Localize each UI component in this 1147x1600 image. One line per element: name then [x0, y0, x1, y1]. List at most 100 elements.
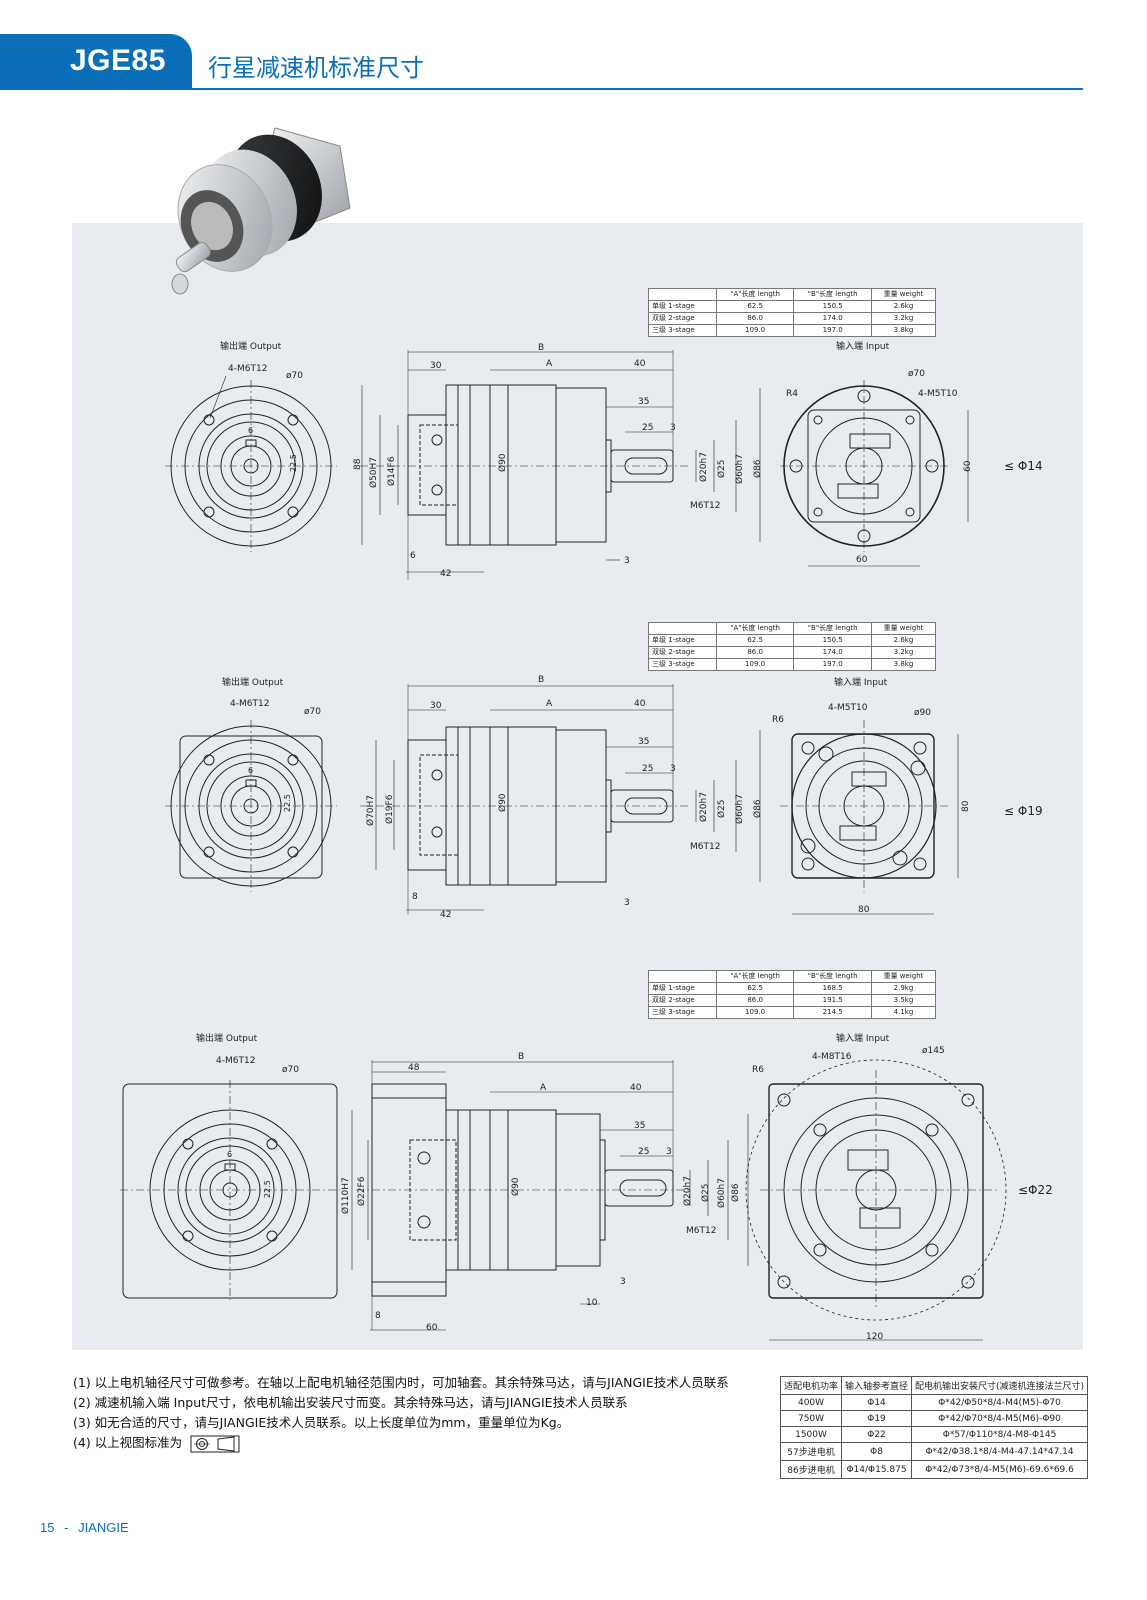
v1-shaft: ≤ Φ14 — [1004, 459, 1043, 473]
v1-dim-6: 6 — [410, 551, 416, 561]
v3-dim-m6t12: M6T12 — [686, 1226, 716, 1236]
page-number: 15 — [40, 1520, 55, 1535]
v2-dim-m6t12: M6T12 — [690, 842, 720, 852]
v2-in-w: 80 — [858, 905, 870, 915]
v3-dim-40: 40 — [630, 1083, 642, 1093]
v1-in-w: 60 — [856, 555, 868, 565]
v1-dim-25s: Ø25 — [716, 459, 727, 478]
v2-dim-86: Ø86 — [752, 799, 763, 818]
model-code: JGE85 — [70, 44, 166, 77]
note-2: (2) 减速机输入端 Input尺寸，依电机输出安装尺寸而变。其余特殊马达，请与… — [73, 1395, 628, 1410]
v3-shaft: ≤Φ22 — [1018, 1183, 1053, 1197]
v3-dim-20h7: Ø20h7 — [682, 1176, 693, 1206]
v3-dim-48: 48 — [408, 1063, 420, 1073]
v1-in-holes: 4-M5T10 — [918, 389, 958, 399]
spec-header: "B"长度 length — [793, 970, 872, 983]
v1-dim-20h7: Ø20h7 — [698, 452, 709, 482]
v1-dim-3b: 3 — [624, 556, 630, 566]
v3-out-pcd: ø70 — [282, 1065, 299, 1075]
v1-dim-3a: 3 — [670, 423, 676, 433]
v2-shaft: ≤ Φ19 — [1004, 804, 1043, 818]
v2-dim-B: B — [538, 675, 544, 685]
v1-key-height: 22.5 — [289, 454, 298, 472]
header-tab — [0, 34, 192, 90]
v3-in-holes: 4-M8T16 — [812, 1052, 852, 1062]
v3-input-label: 输入端 Input — [836, 1032, 890, 1044]
v2-dim-40: 40 — [634, 699, 646, 709]
v3-dim-90: Ø90 — [510, 1177, 521, 1196]
v2-dim-20h7: Ø20h7 — [698, 792, 709, 822]
v3-dim-10: 10 — [586, 1298, 598, 1308]
spec-header: "B"长度 length — [793, 288, 872, 301]
view3-side — [351, 1060, 749, 1331]
page-title: 行星减速机标准尺寸 — [208, 54, 424, 82]
note-3: (3) 如无合适的尺寸，请与JIANGIE技术人员联系。以上长度单位为mm，重量… — [73, 1415, 570, 1430]
v1-dim-25: 25 — [642, 423, 653, 433]
v2-out-holes: 4-M6T12 — [230, 699, 269, 709]
v2-dim-19f6: Ø19F6 — [384, 794, 395, 824]
v2-in-h: 80 — [961, 800, 971, 812]
footer: 15 - JIANGIE — [40, 1520, 129, 1535]
v2-out-pcd: ø70 — [304, 707, 321, 717]
motor-table: 适配电机功率 输入轴参考直径 配电机输出安装尺寸(减速机连接法兰尺寸) 400W… — [779, 1376, 1089, 1479]
spec-header: 重量 weight — [870, 622, 937, 635]
spec-header: "A"长度 length — [715, 622, 795, 635]
v1-input-label: 输入端 Input — [836, 340, 890, 352]
v3-out-holes: 4-M6T12 — [216, 1056, 255, 1066]
v2-dim-3a: 3 — [670, 764, 676, 774]
header-rule — [0, 88, 1083, 90]
note-4-text: (4) 以上视图标准为 — [73, 1435, 183, 1450]
view1-side — [360, 350, 761, 580]
projection-symbol-icon — [190, 1435, 240, 1452]
view2-input — [780, 720, 959, 915]
v3-dim-B: B — [518, 1052, 524, 1062]
v3-dim-r: R6 — [752, 1065, 764, 1075]
note-1: (1) 以上电机轴径尺寸可做参考。在轴以上配电机轴径范围内时，可加轴套。其余特殊… — [73, 1375, 729, 1390]
v3-dim-8: 8 — [375, 1311, 381, 1321]
v1-dim-50h7: Ø50H7 — [368, 457, 379, 488]
v3-output-label: 输出端 Output — [196, 1032, 258, 1044]
v2-in-pcd: ø90 — [914, 708, 931, 718]
v1-dim-14f6: Ø14F6 — [386, 456, 397, 486]
v1-dim-42: 42 — [440, 569, 451, 579]
v3-dim-86: Ø86 — [730, 1183, 741, 1202]
v1-out-pcd: ø70 — [286, 371, 303, 381]
v3-dim-3b: 3 — [620, 1277, 626, 1287]
v2-dim-8: 8 — [412, 892, 418, 902]
v2-dim-r: R6 — [772, 715, 784, 725]
motor-header: 输入轴参考直径 — [841, 1376, 913, 1395]
v1-dim-A: A — [546, 359, 553, 369]
v1-dim-m6t12: M6T12 — [690, 501, 720, 511]
v2-key-height: 22.5 — [283, 794, 292, 812]
v3-dim-60: 60 — [426, 1323, 438, 1333]
v2-dim-3b: 3 — [624, 898, 630, 908]
v3-key-width: 6 — [227, 1150, 232, 1159]
view1-input — [780, 380, 969, 567]
v1-dim-88: 88 — [353, 458, 363, 470]
v3-dim-35: 35 — [634, 1121, 645, 1131]
technical-drawing: 输出端 Output 4-M6T12 ø70 6 22.5 B 30 A 40 … — [120, 340, 1053, 1342]
v3-dim-110h7: Ø110H7 — [340, 1177, 351, 1214]
v2-dim-A: A — [546, 699, 553, 709]
v2-dim-35: 35 — [638, 737, 649, 747]
view3-output — [120, 1080, 340, 1300]
v3-dim-A: A — [540, 1083, 547, 1093]
footer-sep: - — [64, 1520, 69, 1535]
motor-header: 配电机输出安装尺寸(减速机连接法兰尺寸) — [911, 1376, 1089, 1395]
v3-dim-3a: 3 — [666, 1147, 672, 1157]
view3-input — [745, 1059, 1007, 1341]
v2-dim-25: 25 — [642, 764, 653, 774]
